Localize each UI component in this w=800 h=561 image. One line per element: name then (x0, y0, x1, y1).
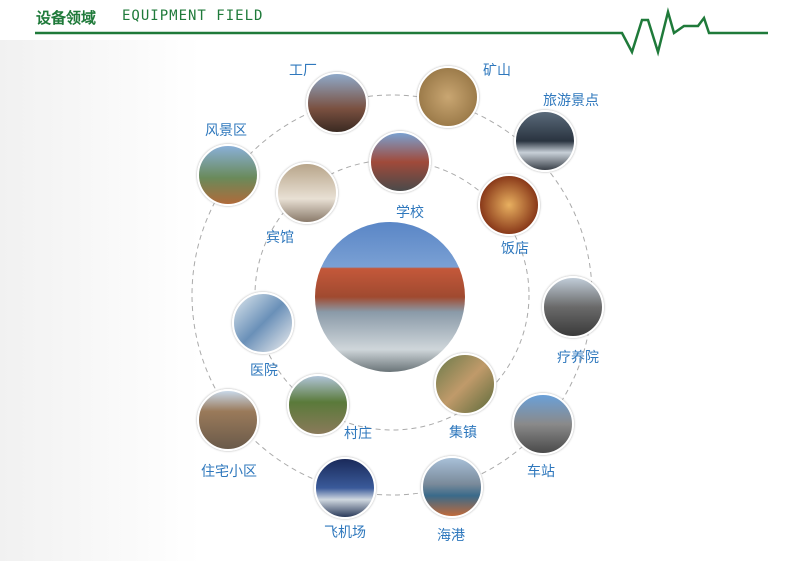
label-hospital: 医院 (250, 363, 278, 379)
sanatorium-photo[interactable] (542, 276, 604, 338)
label-school: 学校 (396, 205, 424, 221)
scenic-area-photo[interactable] (197, 144, 259, 206)
residential-photo[interactable] (197, 389, 259, 451)
label-airport: 飞机场 (324, 525, 366, 541)
heartbeat-divider (35, 7, 768, 57)
label-residential: 住宅小区 (201, 464, 257, 480)
label-restaurant: 饭店 (501, 241, 529, 257)
background-shade (0, 40, 200, 561)
restaurant-photo[interactable] (478, 174, 540, 236)
label-scenic-area: 风景区 (205, 123, 247, 139)
label-harbor: 海港 (437, 528, 465, 544)
label-hotel: 宾馆 (266, 230, 294, 246)
factory-photo[interactable] (306, 72, 368, 134)
label-town: 集镇 (449, 425, 477, 441)
center-building-photo (315, 222, 465, 372)
village-photo[interactable] (287, 374, 349, 436)
school-photo[interactable] (369, 131, 431, 193)
airport-photo[interactable] (314, 457, 376, 519)
section-subtitle: EQUIPMENT FIELD (122, 8, 264, 24)
label-factory: 工厂 (289, 63, 317, 79)
harbor-photo[interactable] (421, 456, 483, 518)
label-village: 村庄 (344, 426, 372, 442)
tourist-spot-photo[interactable] (514, 110, 576, 172)
mine-photo[interactable] (417, 66, 479, 128)
town-photo[interactable] (434, 353, 496, 415)
section-title: 设备领域 (36, 9, 97, 27)
label-mine: 矿山 (483, 63, 511, 79)
station-photo[interactable] (512, 393, 574, 455)
label-station: 车站 (527, 464, 555, 480)
hospital-photo[interactable] (232, 292, 294, 354)
label-sanatorium: 疗养院 (557, 350, 599, 366)
hotel-photo[interactable] (276, 162, 338, 224)
label-tourist-spot: 旅游景点 (543, 93, 599, 109)
